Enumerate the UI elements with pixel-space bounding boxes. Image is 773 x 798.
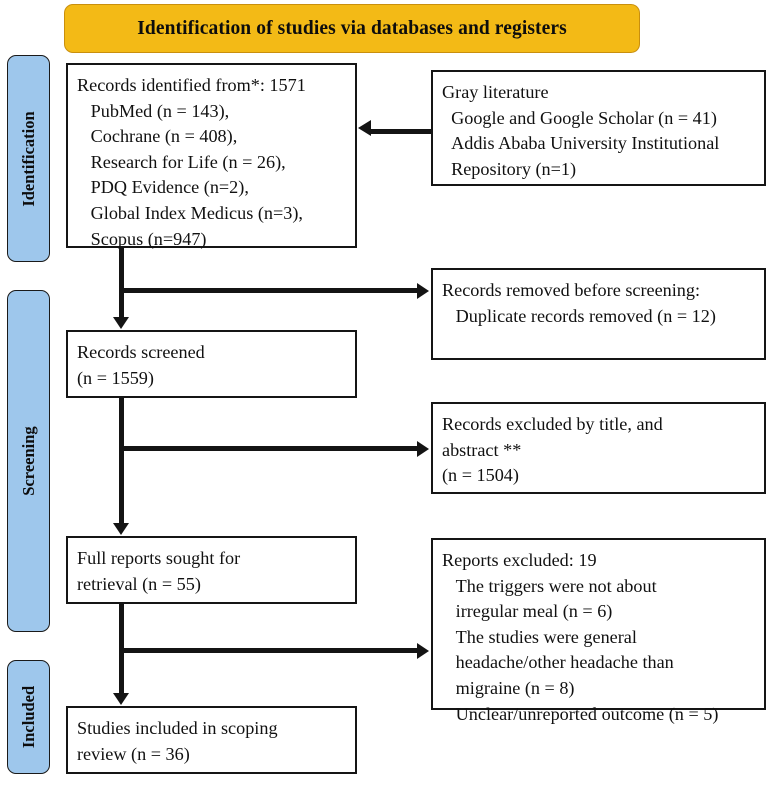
studies-included-text: Studies included in scoping review (n = … — [77, 718, 278, 764]
full-reports-sought-text: Full reports sought for retrieval (n = 5… — [77, 548, 241, 594]
records-identified-box: Records identified from*: 1571 PubMed (n… — [66, 63, 357, 249]
records-excluded-box: Records excluded by title, and abstract … — [431, 402, 766, 494]
records-removed-box: Records removed before screening: Duplic… — [431, 268, 766, 360]
records-excluded-text: Records excluded by title, and abstract … — [442, 414, 663, 486]
connector-to-records-excluded — [121, 446, 418, 451]
connector-to-records-removed — [121, 288, 418, 293]
connector-identified-to-screened — [118, 248, 124, 318]
phase-label-identification-text: Identification — [18, 110, 38, 207]
records-screened-text: Records screened (n = 1559) — [77, 342, 205, 388]
arrow-down-icon-to-full-reports — [112, 523, 129, 535]
studies-included-box: Studies included in scoping review (n = … — [66, 706, 357, 774]
phase-label-screening: Screening — [7, 290, 50, 632]
arrow-right-icon-records-excluded — [417, 440, 429, 457]
connector-gray-literature-to-identified — [371, 128, 431, 134]
phase-label-identification: Identification — [7, 55, 50, 262]
gray-literature-text: Gray literature Google and Google Schola… — [442, 82, 720, 179]
records-removed-text: Records removed before screening: Duplic… — [442, 280, 716, 326]
arrow-down-icon-to-included — [112, 693, 129, 705]
records-screened-box: Records screened (n = 1559) — [66, 330, 357, 398]
diagram-title: Identification of studies via databases … — [137, 17, 567, 39]
phase-label-included: Included — [7, 660, 50, 774]
arrow-left-icon-gray-literature — [358, 120, 371, 136]
phase-label-screening-text: Screening — [18, 426, 38, 496]
full-reports-sought-box: Full reports sought for retrieval (n = 5… — [66, 536, 357, 604]
reports-excluded-text: Reports excluded: 19 The triggers were n… — [442, 550, 719, 724]
diagram-header-banner: Identification of studies via databases … — [64, 4, 640, 53]
connector-to-reports-excluded — [121, 648, 418, 653]
phase-label-included-text: Included — [18, 685, 38, 749]
records-identified-text: Records identified from*: 1571 PubMed (n… — [77, 75, 306, 249]
reports-excluded-box: Reports excluded: 19 The triggers were n… — [431, 538, 766, 724]
arrow-right-icon-reports-excluded — [417, 642, 429, 659]
connector-screened-to-full-reports — [118, 398, 124, 524]
gray-literature-box: Gray literature Google and Google Schola… — [431, 70, 766, 186]
arrow-down-icon-to-screened — [112, 317, 129, 329]
arrow-right-icon-records-removed — [417, 282, 429, 299]
